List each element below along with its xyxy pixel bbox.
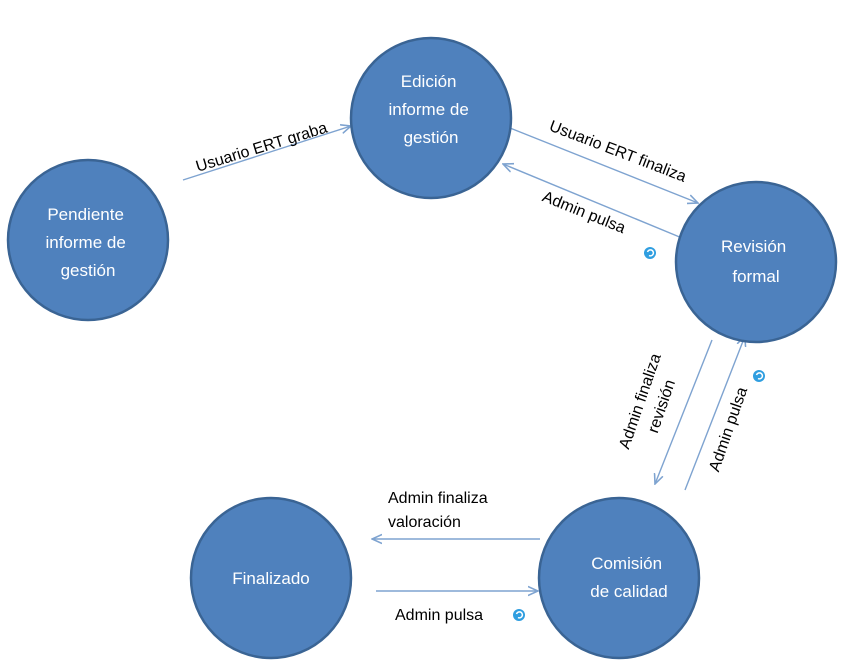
state-comision-line-1: Comisión	[591, 554, 662, 573]
refresh-icon[interactable]	[753, 370, 765, 382]
state-revision-line-1: Revisión	[721, 237, 786, 256]
label-comision-to-finalizado-line-1: Admin finaliza	[388, 490, 488, 507]
state-edicion-line-1: Edición	[401, 72, 457, 91]
label-comision-to-finalizado-line-2: valoración	[388, 514, 461, 531]
label-revision-to-edicion: Admin pulsa	[540, 188, 628, 237]
state-finalizado: Finalizado	[189, 496, 353, 660]
state-pendiente-line-3: gestión	[61, 261, 116, 280]
state-finalizado-line-1: Finalizado	[232, 569, 310, 588]
arrow-revision-to-comision	[655, 339, 713, 484]
state-edicion: Edición informe de gestión	[349, 36, 513, 200]
state-pendiente: Pendiente informe de gestión	[6, 158, 170, 322]
svg-text:Finalizado: Finalizado	[232, 569, 310, 588]
svg-text:Edición informe de: Edición informe de gestión	[388, 72, 473, 147]
refresh-icon[interactable]	[513, 609, 525, 621]
state-pendiente-line-1: Pendiente	[47, 205, 124, 224]
arrow-revision-to-edicion	[503, 164, 683, 239]
refresh-icon[interactable]	[644, 247, 656, 259]
svg-text:Comisión de calidad: Comisión de calidad	[590, 554, 668, 601]
state-edicion-line-2: informe de	[388, 100, 468, 119]
svg-text:Revisión formal: Revisión formal	[721, 237, 791, 286]
state-revision: Revisión formal	[674, 180, 838, 344]
arrow-edicion-to-revision	[509, 127, 698, 203]
arrow-comision-to-revision	[684, 336, 745, 491]
state-pendiente-line-2: informe de	[45, 233, 125, 252]
arrow-pendiente-to-edicion	[182, 126, 351, 181]
state-comision-line-2: de calidad	[590, 582, 668, 601]
label-comision-to-revision: Admin pulsa	[706, 385, 751, 474]
label-finalizado-to-comision: Admin pulsa	[395, 607, 483, 624]
state-comision: Comisión de calidad	[537, 496, 701, 660]
label-comision-to-finalizado: Admin finaliza valoración	[388, 490, 492, 531]
label-pendiente-to-edicion: Usuario ERT graba	[194, 120, 329, 176]
state-revision-line-2: formal	[732, 267, 779, 286]
svg-text:Pendiente informe de: Pendiente informe de gestión	[45, 205, 130, 280]
label-revision-to-comision: Admin finaliza revisión	[616, 347, 687, 458]
state-edicion-line-3: gestión	[404, 128, 459, 147]
